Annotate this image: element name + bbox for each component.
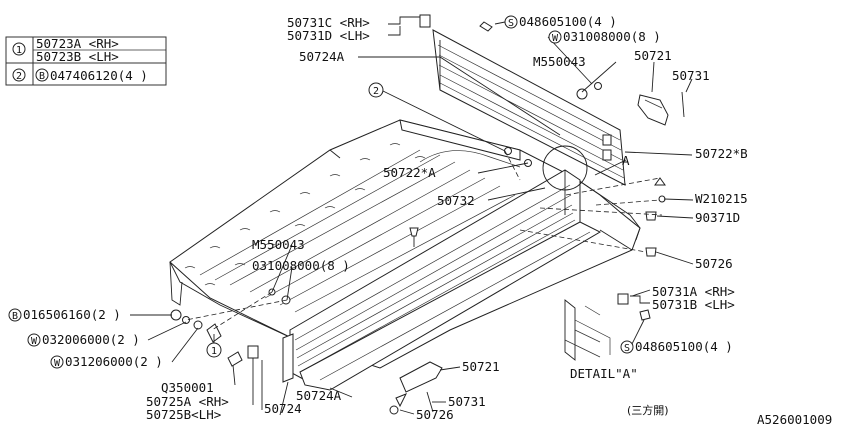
label-50726-bottom: 50726 — [416, 407, 454, 422]
marker-s-right: S — [624, 343, 630, 354]
legend-row2-number: 2 — [16, 71, 22, 82]
label-50721-bottom: 50721 — [462, 359, 500, 374]
label-m550043-top: M550043 — [533, 54, 586, 69]
legend-row1-rh: 50723A <RH> — [36, 36, 119, 51]
label-q350001: Q350001 — [161, 380, 214, 395]
truck-bed-floor — [169, 119, 641, 369]
legend-row2-text: 047406120(4 ) — [50, 68, 148, 83]
label-50731-bottom: 50731 — [448, 394, 486, 409]
label-048605100-top: 048605100(4 ) — [519, 14, 617, 29]
callout-1: 1 — [211, 346, 217, 357]
label-031008000-mid: 031008000(8 ) — [252, 258, 350, 273]
label-50731a: 50731A <RH> — [652, 284, 735, 299]
marker-w-031206: W — [54, 358, 61, 369]
legend-row2-b-marker: B — [39, 71, 45, 82]
label-50725a: 50725A <RH> — [146, 394, 229, 409]
label-50731b: 50731B <LH> — [652, 297, 735, 312]
bracket-50731c-icon — [419, 14, 431, 28]
label-90371d: 90371D — [695, 210, 740, 225]
marker-w-top: W — [552, 33, 559, 44]
label-016506160: 016506160(2 ) — [23, 307, 121, 322]
label-032006000: 032006000(2 ) — [42, 332, 140, 347]
label-m550043-mid: M550043 — [252, 237, 305, 252]
legend-table: 1 50723A <RH> 50723B <LH> 2 B 047406120(… — [5, 36, 167, 86]
label-50731c: 50731C <RH> — [287, 15, 370, 30]
label-048605100-right: 048605100(4 ) — [635, 339, 733, 354]
tail-gate — [432, 29, 626, 186]
legend-row1-lh: 50723B <LH> — [36, 49, 119, 64]
label-50722a: 50722*A — [383, 165, 436, 180]
label-50724a-top: 50724A — [299, 49, 345, 64]
label-50726-right: 50726 — [695, 256, 733, 271]
part-labels: 50731C <RH> 50731D <LH> S 048605100(4 ) … — [8, 14, 832, 425]
reference-code: A526001009 — [757, 412, 832, 425]
nut-icon — [576, 88, 588, 100]
marker-b-bolt: B — [12, 311, 18, 322]
label-detail-a-mark: A — [622, 153, 630, 168]
label-50721-top: 50721 — [634, 48, 672, 63]
detail-a-circle — [542, 145, 588, 191]
detail-a-title: DETAIL"A" — [570, 366, 638, 381]
label-w210215: W210215 — [695, 191, 748, 206]
label-50731-top: 50731 — [672, 68, 710, 83]
label-50724a-bottom: 50724A — [296, 388, 342, 403]
washer-icon — [594, 82, 602, 90]
label-50725b: 50725B<LH> — [146, 407, 221, 422]
legend-row1-number: 1 — [16, 45, 22, 56]
marker-s-top: S — [508, 18, 514, 29]
hinge-bracket-top — [637, 91, 685, 126]
callout-2: 2 — [373, 86, 379, 97]
marker-w-032: W — [31, 336, 38, 347]
label-50732: 50732 — [437, 193, 475, 208]
label-50724: 50724 — [264, 401, 302, 416]
label-031206000: 031206000(2 ) — [65, 354, 163, 369]
screw-icon — [479, 21, 493, 32]
leader-lines — [130, 16, 694, 416]
side-gate — [282, 169, 602, 391]
view-note: (三方開) — [627, 403, 669, 417]
label-031008000-top: 031008000(8 ) — [563, 29, 661, 44]
label-50722b: 50722*B — [695, 146, 748, 161]
detail-a-sketch — [564, 299, 611, 361]
label-50731d: 50731D <LH> — [287, 28, 370, 43]
